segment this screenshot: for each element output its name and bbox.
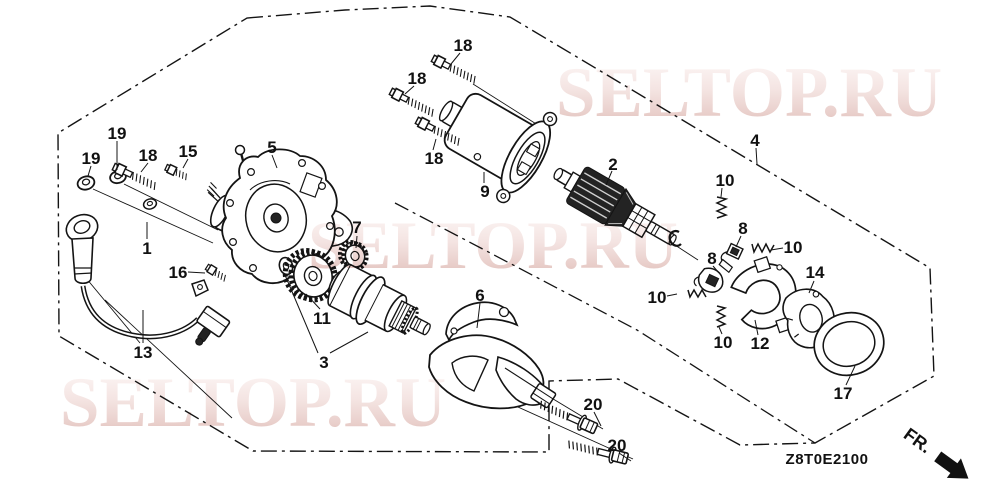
fr-arrow-icon xyxy=(934,451,969,479)
callout-labels: 19 19 18 15 5 1 16 13 11 3 7 6 2 9 18 18… xyxy=(82,36,853,455)
part-13-cable xyxy=(65,213,231,346)
callout-label: 18 xyxy=(408,69,427,88)
callout-label: 18 xyxy=(425,149,444,168)
callout-label: 13 xyxy=(134,343,153,362)
callout-label: 8 xyxy=(738,219,747,238)
diagram-border xyxy=(57,5,935,453)
callout-label: 17 xyxy=(834,384,853,403)
part-9-yoke xyxy=(438,92,558,204)
spring-10-a xyxy=(715,196,729,219)
callout-label: 3 xyxy=(319,353,328,372)
callout-label: 6 xyxy=(475,286,484,305)
diagram-code: Z8T0E2100 xyxy=(786,451,869,468)
screw-15 xyxy=(163,163,187,181)
assembly-outline xyxy=(394,202,816,444)
leader-lines xyxy=(87,52,856,462)
spring-10-b xyxy=(751,242,775,255)
callout-label: 14 xyxy=(806,263,825,282)
brush-8-a xyxy=(718,242,744,274)
nut-19-a xyxy=(76,175,96,191)
callout-label: 18 xyxy=(139,146,158,165)
part-6-gear-cover xyxy=(428,301,557,410)
fr-direction-label: FR. xyxy=(900,424,935,457)
callout-label: 2 xyxy=(608,155,617,174)
callout-label: 10 xyxy=(714,333,733,352)
callout-label: 19 xyxy=(108,124,127,143)
callout-label: 18 xyxy=(454,36,473,55)
callout-label: 7 xyxy=(352,218,361,237)
part-2-armature xyxy=(553,166,677,246)
spring-10-c xyxy=(687,288,707,299)
part-3-starter-clutch xyxy=(327,263,431,336)
brush-8-b xyxy=(693,267,724,293)
bolt-18-b xyxy=(388,87,434,117)
clamp-16 xyxy=(191,279,209,298)
callout-label: 16 xyxy=(169,263,188,282)
fr-direction: FR. xyxy=(900,424,969,479)
spring-10-d xyxy=(715,305,728,328)
bolt-20-a xyxy=(540,400,599,435)
callout-label: 9 xyxy=(480,182,489,201)
callout-label: 10 xyxy=(648,288,667,307)
callout-label: 11 xyxy=(313,309,331,328)
callout-label: 10 xyxy=(784,238,803,257)
callout-label: 1 xyxy=(142,239,151,258)
callout-label: 20 xyxy=(608,436,627,455)
callout-label: 15 xyxy=(179,142,198,161)
bolt-18-a xyxy=(430,54,476,84)
callout-label: 10 xyxy=(716,171,735,190)
spring-10-group xyxy=(687,196,775,328)
callout-label: 20 xyxy=(584,395,603,414)
bolt-18-c xyxy=(414,116,460,146)
screw-16 xyxy=(204,263,226,282)
clip-ring xyxy=(668,229,682,247)
washer xyxy=(142,198,158,210)
callout-label: 5 xyxy=(267,138,276,157)
callout-label: 4 xyxy=(750,131,760,150)
part-17-seal-ring xyxy=(813,311,885,377)
callout-label: 12 xyxy=(751,334,770,353)
callout-label: 8 xyxy=(707,249,716,268)
callout-label: 19 xyxy=(82,149,101,168)
